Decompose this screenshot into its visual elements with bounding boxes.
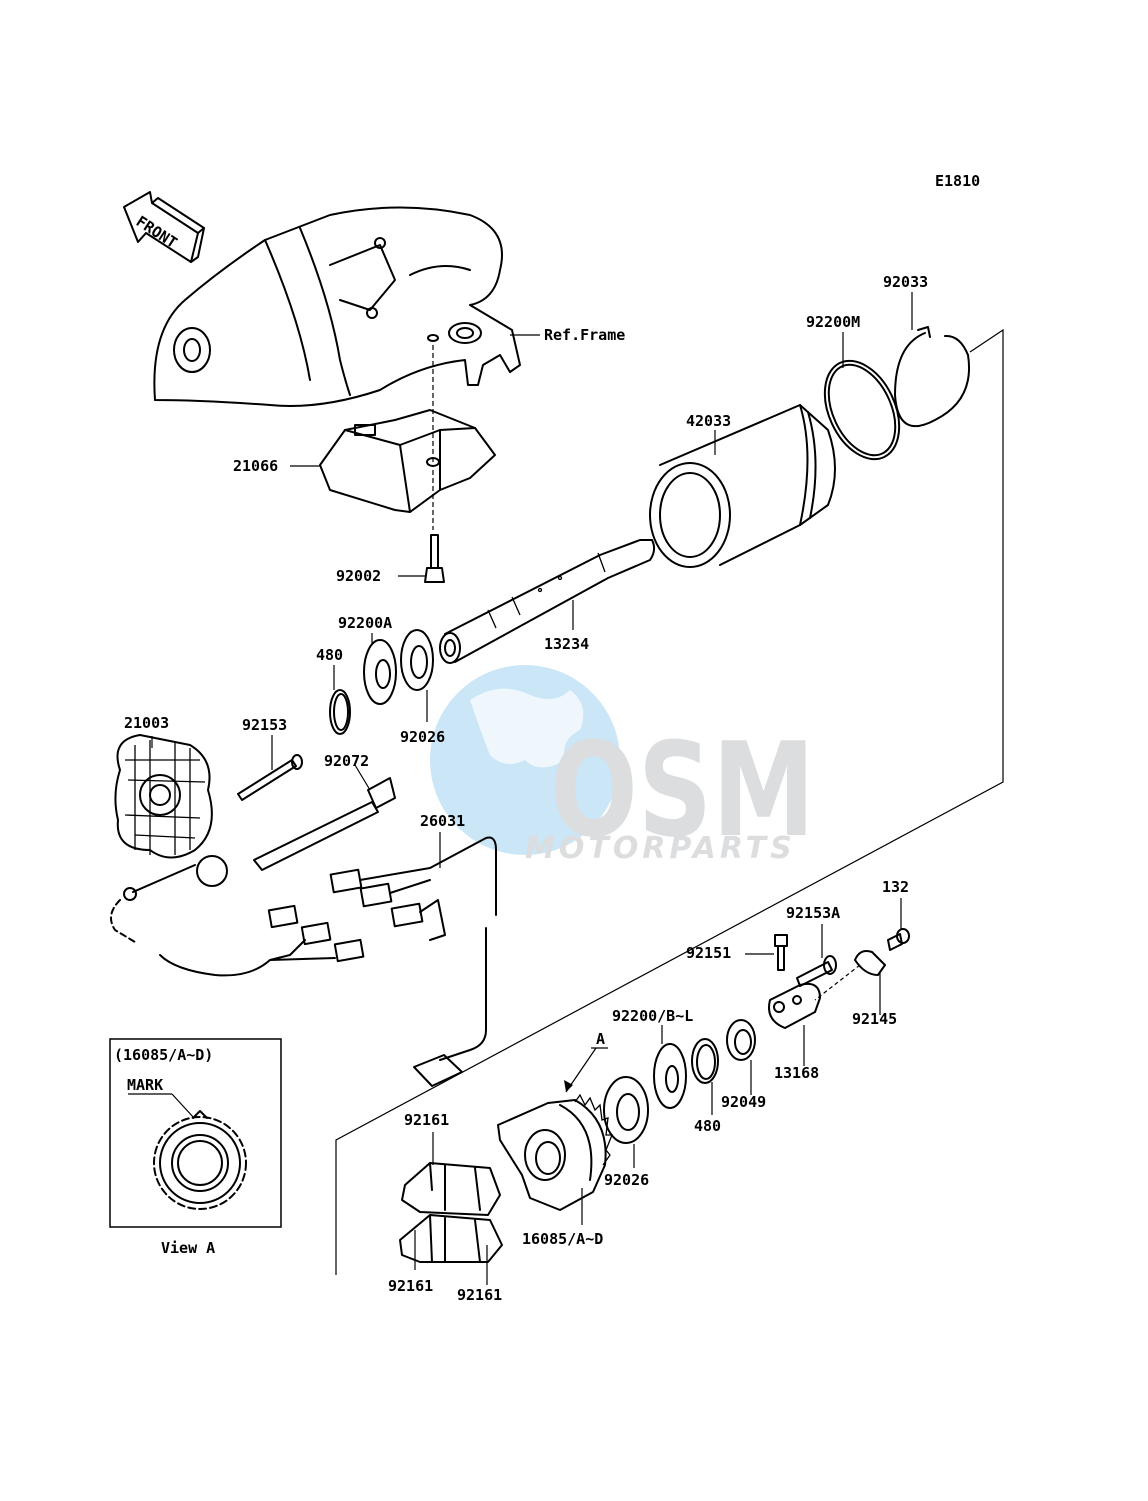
frame-drawing: Ref.Frame <box>153 206 625 407</box>
part-label-26031: 26031 <box>420 812 465 830</box>
shaft-13234: 13234 <box>439 539 656 664</box>
view-a-inset: (16085/A~D) MARK View A <box>109 1038 282 1257</box>
part-label-92153A: 92153A <box>786 904 840 922</box>
sleeve-42033: 42033 <box>649 404 836 568</box>
regulator-21066: 21066 <box>233 345 496 530</box>
assembly-bracket <box>335 328 1004 1275</box>
arrow-a-label: A <box>596 1030 605 1048</box>
bolt-92153: 92153 <box>237 716 303 801</box>
part-label-92200M: 92200M <box>806 313 860 331</box>
part-label-92002: 92002 <box>336 567 381 585</box>
part-label-92145: 92145 <box>852 1010 897 1028</box>
part-label-92161-right: 92161 <box>457 1286 502 1304</box>
ring-92200M: 92200M <box>806 313 901 461</box>
view-a-header: (16085/A~D) <box>114 1046 213 1064</box>
stator-21003: 21003 <box>110 714 228 943</box>
washer-92026-upper: 92026 <box>400 629 445 746</box>
bolt-92151: 92151 <box>686 934 788 971</box>
view-a-frame <box>109 1038 282 1228</box>
gear-icon <box>153 1110 247 1210</box>
screw-132: 132 <box>882 878 910 951</box>
part-label-92072: 92072 <box>324 752 369 770</box>
part-label-92161-top: 92161 <box>404 1111 449 1129</box>
plate-92145: 92145 <box>814 950 897 1028</box>
ring-480-lower: 480 <box>691 1038 721 1135</box>
washer-92200BL: 92200/B~L <box>612 1007 693 1109</box>
harness-26031: 26031 <box>159 812 497 1087</box>
view-a-pointer: A <box>564 1030 608 1093</box>
part-label-21003: 21003 <box>124 714 169 732</box>
washer-92200A: 92200A <box>338 614 397 705</box>
bolt-92002: 92002 <box>336 534 445 585</box>
front-arrow-icon: FRONT <box>123 191 205 263</box>
part-label-92026-lower: 92026 <box>604 1171 649 1189</box>
seal-92049: 92049 <box>721 1019 766 1111</box>
part-label-92049: 92049 <box>721 1093 766 1111</box>
part-label-480-lower: 480 <box>694 1117 721 1135</box>
part-label-92026-upper: 92026 <box>400 728 445 746</box>
part-label-480-upper: 480 <box>316 646 343 664</box>
mark-label: MARK <box>127 1076 163 1094</box>
part-label-92033: 92033 <box>883 273 928 291</box>
watermark-globe <box>430 665 620 855</box>
ring-480-upper: 480 <box>316 646 351 735</box>
part-label-92200BL: 92200/B~L <box>612 1007 693 1025</box>
part-label-21066: 21066 <box>233 457 278 475</box>
part-label-42033: 42033 <box>686 412 731 430</box>
part-label-16085: 16085/A~D <box>522 1230 603 1248</box>
dampers-92161: 92161 92161 92161 <box>388 1111 503 1304</box>
front-label: FRONT <box>133 212 181 252</box>
bolt-92153A: 92153A <box>786 904 840 987</box>
part-label-13168: 13168 <box>774 1064 819 1082</box>
part-label-92161-left: 92161 <box>388 1277 433 1295</box>
view-a-caption: View A <box>161 1239 215 1257</box>
part-label-92151: 92151 <box>686 944 731 962</box>
coupling-16085: 16085/A~D <box>497 1093 613 1248</box>
band-92072: 92072 <box>253 752 396 871</box>
part-label-92200A: 92200A <box>338 614 392 632</box>
watermark-logo: OSM <box>550 714 815 866</box>
part-label-92153: 92153 <box>242 716 287 734</box>
clamp-13168: 13168 <box>768 982 821 1082</box>
diagram-code: E1810 <box>935 172 980 190</box>
circlip-92033: 92033 <box>883 273 970 428</box>
watermark: OSM MOTORPARTS <box>430 665 815 866</box>
part-label-132: 132 <box>882 878 909 896</box>
part-label-13234: 13234 <box>544 635 589 653</box>
washer-92026-lower: 92026 <box>603 1076 649 1189</box>
watermark-subtitle: MOTORPARTS <box>525 831 796 866</box>
ref-frame-label: Ref.Frame <box>544 326 625 344</box>
